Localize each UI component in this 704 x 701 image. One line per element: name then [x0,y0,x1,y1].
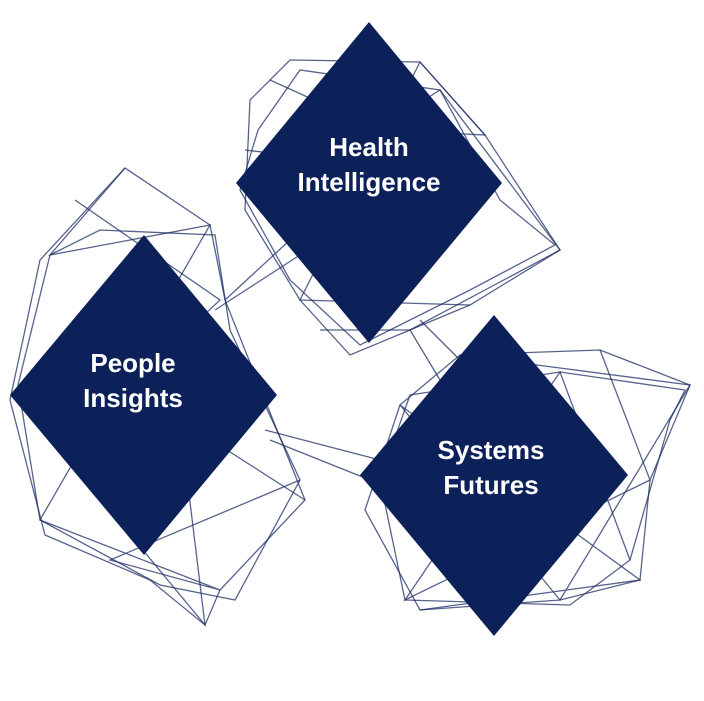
label-line: Systems [437,435,545,465]
label-line: Insights [83,383,183,413]
diamond-systems-futures[interactable] [360,315,628,636]
people-insights-label: People Insights [3,346,263,416]
diamond-health-intelligence[interactable] [236,22,502,343]
diamond-people-insights[interactable] [10,235,277,555]
label-line: Health [329,132,409,162]
systems-futures-label: Systems Futures [361,433,621,503]
health-intelligence-label: Health Intelligence [239,130,499,200]
label-line: Futures [443,470,539,500]
label-line: People [90,348,176,378]
label-line: Intelligence [297,167,441,197]
